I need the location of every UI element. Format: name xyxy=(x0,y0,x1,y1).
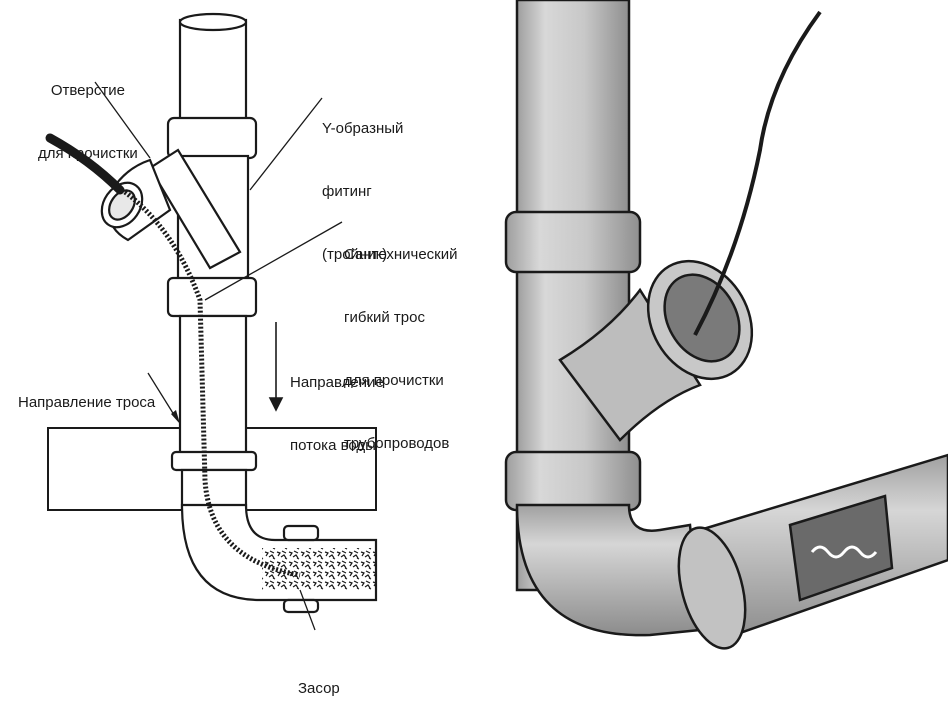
label-cable-direction: Направление троса xyxy=(18,350,155,434)
leader-lines xyxy=(94,81,343,419)
label-line: фитинг xyxy=(322,183,372,200)
label-line: Направление троса xyxy=(18,394,156,411)
right-cutaway-window xyxy=(788,494,894,602)
right-elbow xyxy=(515,503,702,637)
label-blockage: Засор xyxy=(298,636,340,720)
label-line: трубопроводов xyxy=(344,435,450,452)
flow-arrow xyxy=(268,322,284,412)
horizontal-drain-pipe xyxy=(180,503,378,614)
label-line: Засор xyxy=(298,680,340,697)
label-line: гибкий трос xyxy=(344,309,425,326)
right-top-coupling xyxy=(504,210,642,274)
right-illustration xyxy=(485,0,948,682)
label-line: Y-образный xyxy=(322,120,404,137)
blockage-leader xyxy=(299,589,316,631)
label-y-fitting: Y-образный фитинг (тройник) xyxy=(322,76,403,286)
right-mid-coupling xyxy=(504,450,642,512)
right-cable xyxy=(693,10,822,336)
label-line: Сантехнический xyxy=(344,246,458,263)
left-diagram xyxy=(45,12,378,631)
label-cleanout-hole: Отверстие для прочистки xyxy=(38,38,138,185)
label-line: Отверстие xyxy=(50,82,125,99)
label-line: для прочистки xyxy=(38,145,138,162)
label-line: Направление xyxy=(290,374,384,391)
drain-cleaning-illustration xyxy=(45,0,948,682)
label-line: (тройник) xyxy=(322,246,388,263)
right-auger-tip xyxy=(810,545,878,559)
cable-direction-arrow xyxy=(171,410,180,424)
cleaning-cable xyxy=(45,133,301,578)
label-line: для прочистки xyxy=(344,372,444,389)
label-cable: Сантехнический гибкий трос для прочистки… xyxy=(344,202,457,475)
label-line: потока воды xyxy=(290,437,376,454)
label-flow-direction: Направление потока воды xyxy=(290,330,384,477)
right-elbow-coupling xyxy=(677,526,747,650)
